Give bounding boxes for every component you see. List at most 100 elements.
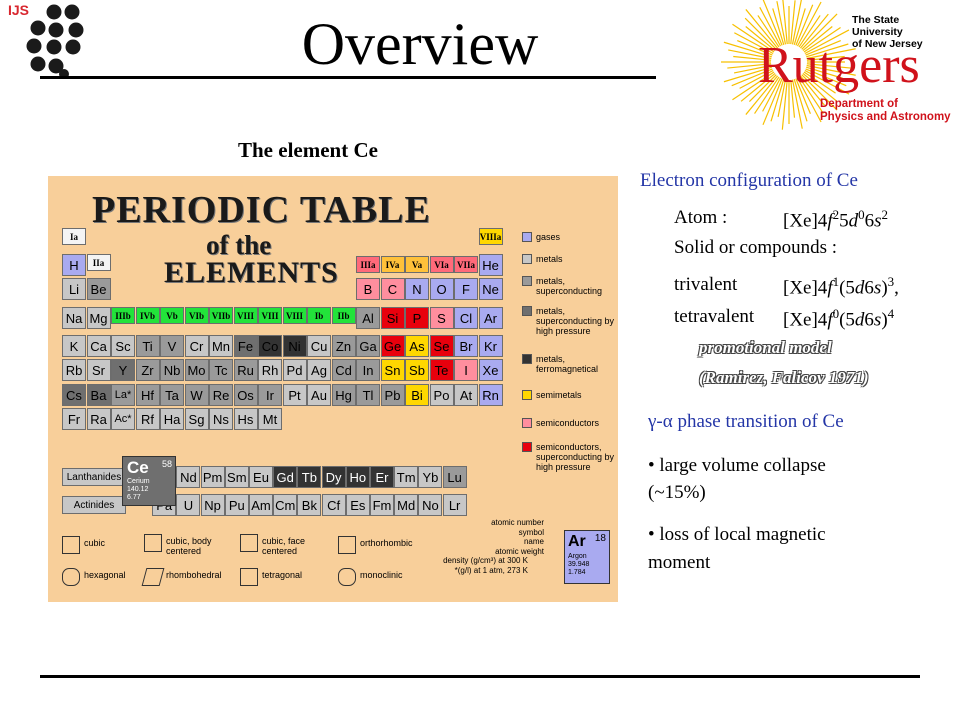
sunburst-ray — [745, 26, 776, 52]
sunburst-ray — [793, 79, 808, 122]
element-xe: Xe — [478, 359, 503, 381]
legend-swatch — [522, 354, 532, 364]
crystal-lattice-icon — [144, 534, 162, 552]
ijs-logo — [26, 4, 84, 79]
element-as: As — [405, 335, 429, 357]
element-po: Po — [429, 384, 454, 406]
group-label: IIIb — [111, 307, 135, 324]
element-pb: Pb — [380, 384, 405, 406]
element-re: Re — [209, 384, 233, 406]
element-n: N — [405, 278, 429, 300]
sunburst-ray — [803, 71, 836, 94]
sunburst-ray — [806, 48, 856, 60]
sunburst-ray — [759, 7, 782, 47]
group-label: VIII — [282, 307, 307, 324]
element-b: B — [356, 278, 380, 300]
sunburst-ray — [793, 8, 806, 45]
element-mn: Mn — [209, 335, 233, 357]
element-zn: Zn — [331, 335, 356, 357]
element-ga: Ga — [356, 335, 380, 357]
crystal-lattice-icon — [62, 568, 80, 586]
sunburst-ray — [762, 77, 782, 112]
sunburst-ray — [805, 68, 847, 87]
rutgers-name: Rutgers — [758, 37, 920, 94]
element-mg: Mg — [86, 307, 111, 329]
element-yb: Yb — [418, 466, 443, 488]
config-heading: Electron configuration of Ce — [640, 170, 858, 191]
element-o: O — [429, 278, 454, 300]
element-se: Se — [429, 335, 454, 357]
transition-heading: γ-α phase transition of Ce — [648, 411, 844, 432]
atom-config: [Xe]4f25d06s2 — [783, 207, 888, 232]
ar-symbol: Ar — [568, 533, 586, 550]
legend-swatch — [522, 276, 532, 286]
element-li: Li — [62, 278, 86, 300]
element-ns: Ns — [209, 408, 233, 430]
promotional-model-label: promotional model — [699, 338, 832, 357]
element-k: K — [62, 335, 86, 357]
sunburst-ray — [734, 32, 774, 55]
group-label: VIII — [258, 307, 282, 324]
element-nb: Nb — [160, 359, 184, 381]
rutgers-sunburst-logo — [721, 0, 856, 130]
ijs-logo-text: IJS — [8, 2, 30, 18]
element-ti: Ti — [135, 335, 160, 357]
element-at: At — [454, 384, 478, 406]
element-cu: Cu — [307, 335, 331, 357]
sunburst-ray — [748, 74, 777, 103]
sunburst-ray — [772, 8, 785, 45]
crystal-lattice-icon — [338, 536, 356, 554]
sunburst-ray — [781, 79, 788, 130]
element-rb: Rb — [62, 359, 86, 381]
group-label: IIIa — [356, 256, 380, 273]
element-np: Np — [200, 494, 225, 516]
bottom-rule — [40, 675, 920, 678]
element-ne: Ne — [478, 278, 503, 300]
sunburst-ray — [802, 26, 833, 52]
element-fr: Fr — [62, 408, 86, 430]
sunburst-ray — [740, 72, 776, 102]
group-label: Ib — [307, 307, 331, 324]
group-label: VIb — [184, 307, 209, 324]
group-label: VIIIa — [478, 228, 503, 245]
element-ho: Ho — [345, 466, 370, 488]
element-am: Am — [249, 494, 273, 516]
periodic-table-subtitle: of the — [206, 230, 272, 260]
element-es: Es — [345, 494, 370, 516]
element-zr: Zr — [135, 359, 160, 381]
crystal-label: orthorhombic — [360, 538, 413, 548]
element-he: He — [478, 254, 503, 276]
element-ba: Ba — [86, 384, 111, 406]
group-label: IIa — [86, 254, 111, 271]
element-tm: Tm — [394, 466, 419, 488]
sunburst-ray — [804, 69, 850, 95]
element-cd: Cd — [331, 359, 356, 381]
element-ru: Ru — [233, 359, 258, 381]
sunburst-ray — [806, 64, 856, 76]
element-no: No — [418, 494, 443, 516]
element-mt: Mt — [258, 408, 282, 430]
legend-swatch — [522, 418, 532, 428]
ce-number: 58 — [161, 459, 172, 469]
ce-name: Cerium — [127, 478, 150, 485]
argon-key-box: Ar 18 Argon 39.948 1.784 — [564, 530, 610, 584]
legend-swatch — [522, 306, 532, 316]
element-s: S — [429, 307, 454, 329]
tetravalent-label: tetravalent — [674, 306, 755, 327]
sunburst-ray — [723, 41, 772, 58]
element-pm: Pm — [200, 466, 225, 488]
sunburst-ray — [804, 29, 850, 55]
legend-label: metals — [536, 254, 563, 264]
element-fe: Fe — [233, 335, 258, 357]
sunburst-ray — [744, 17, 777, 50]
actinides-label: Actinides — [62, 496, 126, 514]
group-label: VIIa — [454, 256, 478, 273]
group-label: IVa — [380, 256, 405, 273]
element-er: Er — [370, 466, 394, 488]
element-si: Si — [380, 307, 405, 329]
element-ra: Ra — [86, 408, 111, 430]
element-te: Te — [429, 359, 454, 381]
sunburst-ray — [806, 43, 849, 58]
element-os: Os — [233, 384, 258, 406]
